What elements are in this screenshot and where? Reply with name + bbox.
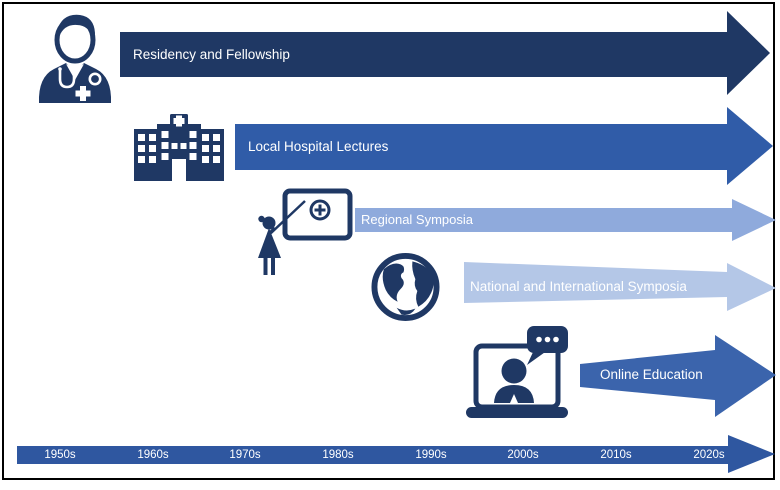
timeline-decade-2010s: 2010s	[600, 449, 632, 461]
stage-label-local-hospital-lectures: Local Hospital Lectures	[248, 139, 389, 154]
online-education-icon	[466, 326, 568, 418]
lecturer-icon	[258, 188, 353, 275]
globe-icon	[371, 252, 440, 322]
stage-label-national-international-symposia: National and International Symposia	[470, 279, 687, 294]
timeline-bar	[17, 446, 728, 464]
arrow-regional-symposia-body	[355, 208, 732, 232]
figure-border	[2, 2, 775, 480]
timeline-decade-1960s: 1960s	[137, 449, 169, 461]
stage-label-online-education: Online Education	[600, 367, 703, 382]
hospital-icon	[134, 114, 224, 181]
timeline-decade-1950s: 1950s	[44, 449, 76, 461]
arrow-regional-symposia-head	[732, 199, 776, 241]
arrow-local-hospital-lectures-body	[235, 124, 727, 170]
timeline-decade-2000s: 2000s	[507, 449, 539, 461]
timeline-decade-1990s: 1990s	[415, 449, 447, 461]
stage-label-residency-fellowship: Residency and Fellowship	[133, 47, 290, 62]
stage-label-regional-symposia: Regional Symposia	[361, 212, 474, 227]
timeline-decade-2020s: 2020s	[693, 449, 725, 461]
arrow-local-hospital-lectures-head	[727, 107, 773, 185]
timeline-arrow-head	[728, 435, 775, 473]
arrow-residency-fellowship-head	[727, 11, 770, 95]
timeline-decade-1970s: 1970s	[229, 449, 261, 461]
doctor-icon	[38, 14, 112, 103]
arrow-residency-fellowship-body	[120, 32, 727, 77]
timeline-decade-1980s: 1980s	[322, 449, 354, 461]
